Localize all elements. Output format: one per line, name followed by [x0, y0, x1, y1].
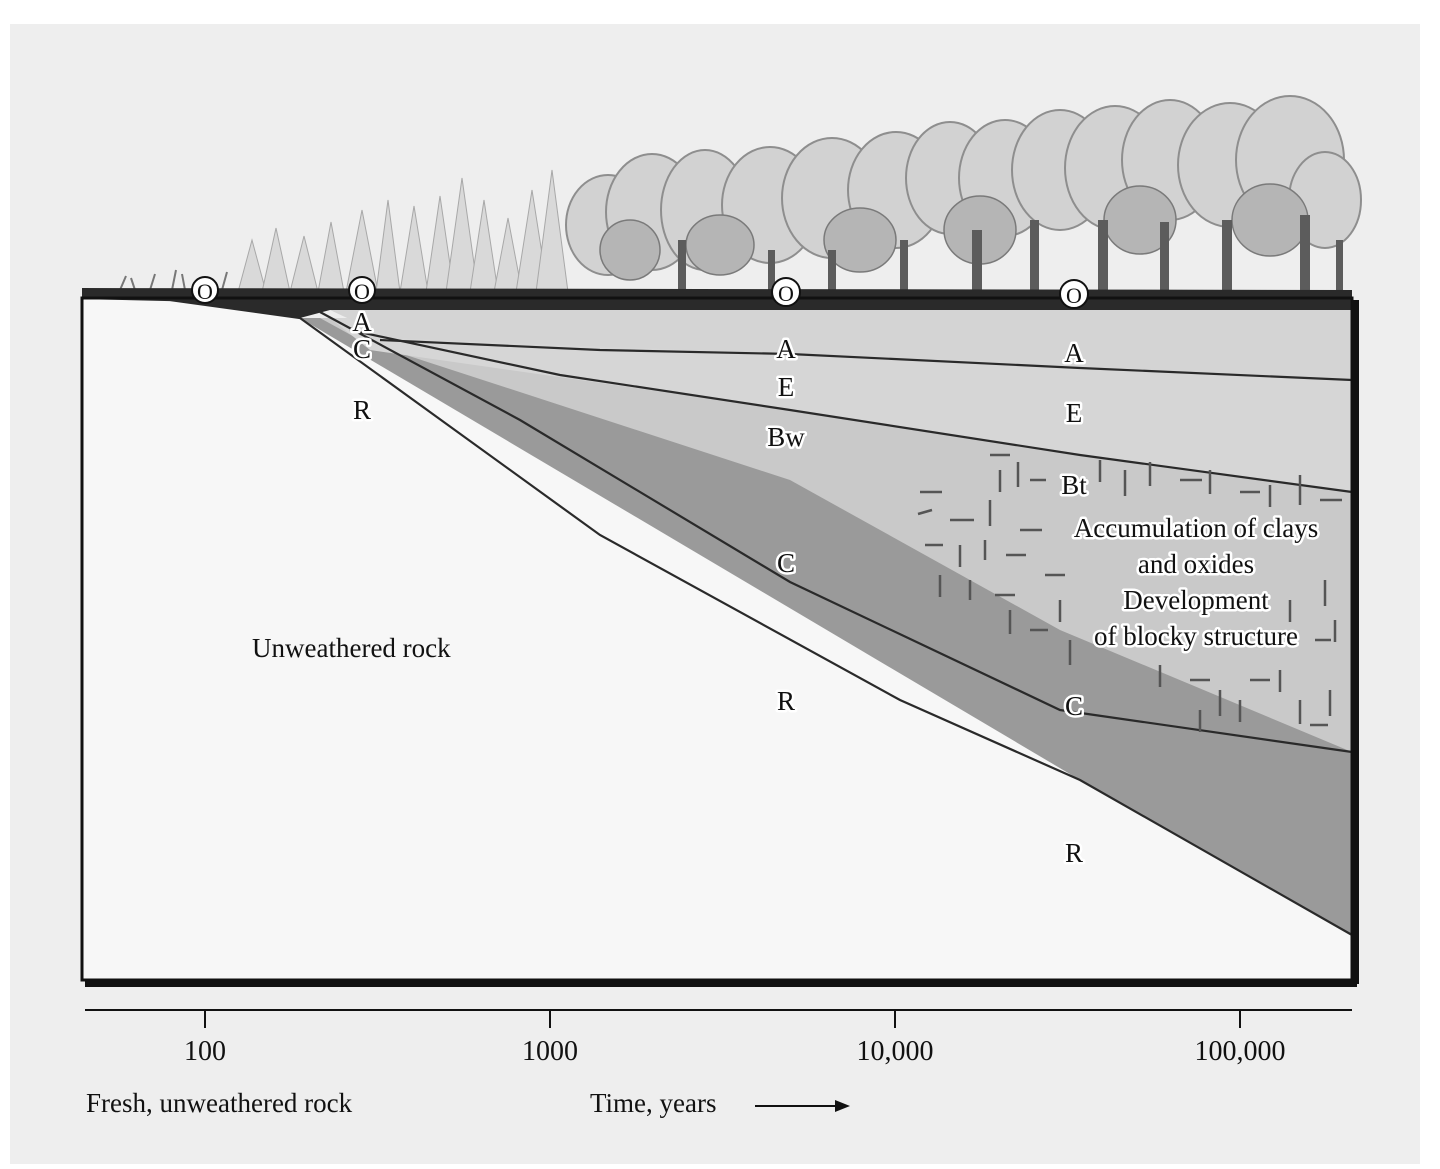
vegetation-illustration: [119, 95, 1362, 293]
bt-annotation: Accumulation of clays and oxides Develop…: [1071, 511, 1320, 654]
o-label-ring: [771, 277, 801, 307]
a-label: A: [352, 307, 372, 337]
a-label: A: [776, 334, 796, 364]
bt-annotation-line-4: of blocky structure: [1094, 621, 1298, 651]
a-label: A: [1064, 338, 1084, 368]
o-horizon-surface: [82, 288, 1352, 318]
o-label: O: [354, 279, 370, 304]
arrow-right-icon: [755, 1100, 850, 1112]
profile-30000yr-labels: O A E Bt C R: [1059, 279, 1090, 871]
bt-annotation-line-1: Accumulation of clays: [1074, 513, 1318, 543]
axis-tick-label: 100: [184, 1036, 226, 1067]
blocky-structure-pattern: [917, 453, 1342, 732]
r-label: R: [777, 686, 795, 716]
e-label: E: [778, 372, 795, 402]
a-horizon-band: [330, 310, 1352, 380]
c-label: C: [353, 334, 371, 364]
profile-100yr-labels: O: [191, 276, 219, 307]
o-label: O: [197, 279, 213, 304]
o-label-ring: [348, 276, 376, 304]
o-label-ring: [191, 276, 219, 304]
diagram-frame: [80, 296, 1354, 982]
axis-tick-label: 10,000: [857, 1036, 934, 1067]
o-label: O: [778, 281, 794, 306]
bt-annotation-line-2: and oxides: [1138, 549, 1254, 579]
bt-label: Bt: [1061, 470, 1087, 500]
profile-300yr-labels: O A C R: [348, 276, 376, 428]
o-label-ring: [1059, 279, 1089, 309]
axis-tick-label: 1000: [522, 1036, 578, 1067]
c-label: C: [777, 548, 795, 578]
bt-annotation-line-3: Development: [1123, 585, 1269, 615]
o-label: O: [1066, 283, 1082, 308]
r-label: R: [1065, 838, 1083, 868]
c-label: C: [1065, 691, 1083, 721]
e-label: E: [1066, 398, 1083, 428]
axis-tick-label: 100,000: [1195, 1036, 1286, 1067]
fresh-rock-caption: Fresh, unweathered rock: [86, 1088, 353, 1118]
r-label: R: [353, 395, 371, 425]
unweathered-rock-label: Unweathered rock: [252, 633, 451, 663]
time-axis-label: Time, years: [590, 1088, 717, 1118]
profile-5000yr-labels: O A E Bw C R: [765, 277, 808, 719]
bw-label: Bw: [767, 422, 805, 452]
time-axis: 100 1000 10,000 100,000 Fresh, unweather…: [85, 1009, 1352, 1118]
